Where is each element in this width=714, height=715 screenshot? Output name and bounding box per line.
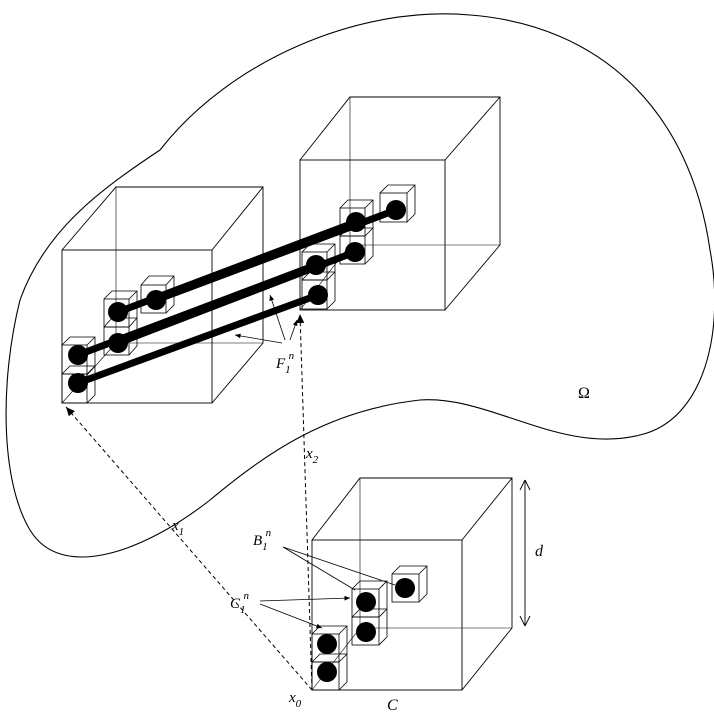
label-c1n: C1n [230, 590, 250, 616]
dot [308, 285, 328, 305]
label-x2: x2 [305, 446, 319, 466]
dot [68, 345, 88, 365]
cube-c [311, 477, 513, 691]
dot [386, 200, 406, 220]
subcubes-c [311, 565, 428, 691]
omega-region-outline [5, 13, 714, 558]
label-f1n: F1n [275, 350, 295, 376]
b-leaders [282, 546, 396, 591]
dot [317, 662, 337, 682]
f-leaders [234, 294, 298, 344]
dot [346, 212, 366, 232]
dot [306, 255, 326, 275]
cube-c1 [61, 186, 264, 404]
tube-bottom [74, 291, 322, 387]
label-cube-c: C [387, 697, 398, 714]
vector-x2 [296, 313, 313, 691]
dot [345, 242, 365, 262]
dot [395, 578, 415, 598]
label-b1n: B1n [253, 527, 272, 553]
dot [108, 333, 128, 353]
dot [68, 373, 88, 393]
vector-x1 [65, 406, 313, 691]
dot [356, 592, 376, 612]
label-d: d [535, 543, 544, 560]
cn-leaders [259, 595, 351, 629]
dots-c2 [306, 200, 406, 305]
label-x1: x1 [171, 518, 184, 538]
dot [108, 302, 128, 322]
dimension-d [519, 479, 531, 627]
dot [317, 634, 337, 654]
label-x0: x0 [288, 690, 302, 710]
dots-c1 [68, 290, 166, 393]
omega-label: Ω [578, 385, 590, 402]
dot [356, 622, 376, 642]
dot [146, 290, 166, 310]
dots-c [317, 578, 415, 682]
